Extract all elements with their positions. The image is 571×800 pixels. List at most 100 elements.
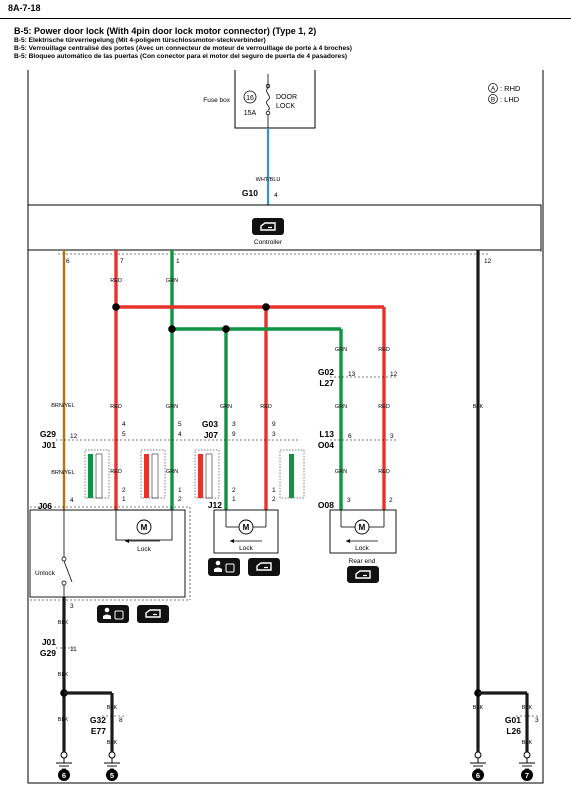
wire-label-brn-yel: BRN/YEL	[51, 403, 75, 409]
rl-person-icon	[208, 558, 240, 576]
connector-j07: J07	[204, 430, 218, 440]
connector-g10: G10	[242, 188, 258, 198]
wire-label-grn-1: GRN	[166, 278, 178, 284]
motor-rl-symbol: M	[243, 523, 250, 532]
pin-g03-red-a: 9	[272, 421, 276, 428]
controller-label: Controller	[254, 239, 283, 246]
junction-red-1	[112, 303, 120, 311]
legend-b-value: : LHD	[500, 95, 520, 104]
unlock-label: Unlock	[35, 570, 56, 577]
pin-g02-12: 12	[390, 371, 398, 378]
rear-left-actuator	[213, 509, 279, 554]
legend-a-value: : RHD	[500, 84, 521, 93]
connector-g29-lower: G29	[40, 648, 56, 658]
front-left-actuator	[29, 509, 186, 598]
fuse-box-label: Fuse box	[203, 97, 230, 104]
pin-j06-3: 3	[70, 603, 74, 610]
connector-l13: L13	[319, 429, 334, 439]
ground-6-right-label: 6	[476, 771, 480, 780]
connector-e77: E77	[91, 726, 106, 736]
page-header: 8A-7-18	[0, 0, 571, 19]
motor-rear-left	[238, 519, 254, 535]
pin-j06-red-b: 1	[122, 496, 126, 503]
wire-label-blk-3: BLK	[58, 717, 69, 723]
pin-g32-8: 8	[119, 717, 123, 724]
lock-label-rear: Lock	[355, 545, 369, 552]
pin-j06-grn-a: 1	[178, 487, 182, 494]
pin-ctrl-12: 12	[484, 258, 492, 265]
connector-j01-lower: J01	[42, 637, 56, 647]
wire-label-brn-yel-2: BRN/YEL	[51, 470, 75, 476]
diagram-titles: B-5: Power door lock (With 4pin door loc…	[14, 26, 564, 61]
rear-end-actuator	[329, 509, 397, 554]
connector-j06: J06	[38, 501, 52, 511]
pin-g29-grn-b: 4	[178, 431, 182, 438]
fl-person-icon	[97, 605, 129, 623]
connector-g29-upper: G29	[40, 429, 56, 439]
pin-ctrl-1: 1	[176, 258, 180, 265]
connector-g32: G32	[90, 715, 106, 725]
fuse-name-line1: DOOR	[276, 94, 297, 101]
fuse-name-line2: LOCK	[276, 103, 295, 110]
connector-l27: L27	[319, 378, 334, 388]
wire-label-red-rear-3: RED	[378, 469, 390, 475]
wire-label-grn-rear-3: GRN	[335, 469, 347, 475]
pin-g01-3: 3	[535, 717, 539, 724]
wire-label-red-rear-2: RED	[378, 404, 390, 410]
ground-7-label: 7	[525, 771, 529, 780]
connector-l26: L26	[506, 726, 521, 736]
wire-label-wht-blu: WHT/BLU	[256, 177, 281, 183]
lock-label-fl: Lock	[137, 546, 151, 553]
controller-icon	[252, 218, 284, 235]
fuse-number: 16	[246, 95, 254, 102]
pin-g03-grn-b: 9	[232, 431, 236, 438]
wire-label-blk-r3: BLK	[522, 705, 533, 711]
wire-label-blk-1: BLK	[58, 620, 69, 626]
pin-g29-red-b: 5	[122, 431, 126, 438]
pin-j12-grn-b: 1	[232, 496, 236, 503]
pin-o08-2: 2	[389, 497, 393, 504]
wire-label-red-3: RED	[110, 469, 122, 475]
wire-label-red-rear-1: RED	[378, 347, 390, 353]
ground-6-left-label: 6	[62, 771, 66, 780]
legend-a-key: A	[491, 86, 496, 93]
pin-g29-12: 12	[70, 433, 78, 440]
fuse-box: Fuse box 16 15A DOOR LOCK	[203, 70, 316, 129]
wire-label-grn-rear-1: GRN	[335, 347, 347, 353]
unlock-switch	[63, 560, 73, 583]
connector-g02: G02	[318, 367, 334, 377]
connector-j01-upper: J01	[42, 440, 56, 450]
pin-j06-red-a: 2	[122, 487, 126, 494]
title-spanish: B-5: Bloqueo automático de las puertas (…	[14, 53, 348, 60]
ground-6-left: 6	[56, 751, 72, 781]
pin-l13-3: 3	[390, 433, 394, 440]
connector-g03: G03	[202, 419, 218, 429]
wire-label-grn-3: GRN	[166, 469, 178, 475]
pin-j12-red-b: 2	[272, 496, 276, 503]
title-french: B-5: Verrouillage centralisé des portes …	[14, 45, 352, 52]
wire-label-red-2: RED	[110, 404, 122, 410]
pin-o08-3: 3	[347, 497, 351, 504]
wire-label-grn-2: GRN	[166, 404, 178, 410]
wire-label-blk-4: BLK	[107, 705, 118, 711]
pin-g03-red-b: 3	[272, 431, 276, 438]
lock-switch-symbols	[84, 449, 305, 499]
wire-label-red-rl: RED	[260, 404, 272, 410]
ground-6-right: 6	[470, 751, 486, 781]
wire-label-red-1: RED	[110, 278, 122, 284]
wire-label-blk-r2: BLK	[473, 705, 484, 711]
motor-rear-end	[354, 519, 370, 535]
pin-l13-6: 6	[348, 433, 352, 440]
pin-j06-grn-b: 2	[178, 496, 182, 503]
pin-g02-13: 13	[348, 371, 356, 378]
page-number: 8A-7-18	[8, 3, 41, 13]
junction-red-2	[262, 303, 270, 311]
pin-g29-red-a: 4	[122, 421, 126, 428]
pin-j12-grn-a: 2	[232, 487, 236, 494]
pin-g03-grn-a: 3	[232, 421, 236, 428]
pin-j01-11: 11	[70, 646, 77, 653]
pin-j12-red-a: 1	[272, 487, 276, 494]
motor-front-left	[136, 519, 152, 535]
junction-grn-1	[168, 325, 176, 333]
